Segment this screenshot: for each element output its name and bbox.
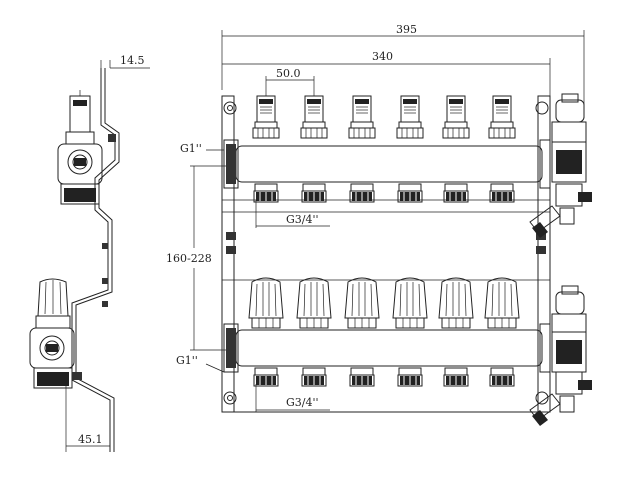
body-width-label: 340 bbox=[372, 50, 393, 63]
front-view: 395 340 50.0 bbox=[166, 23, 592, 426]
branch-thread-bottom-label: G3/4'' bbox=[286, 396, 319, 409]
port-spacing-label: 50.0 bbox=[276, 67, 301, 80]
branch-thread-top-label: G3/4'' bbox=[286, 213, 319, 226]
side-depth-label: 45.1 bbox=[78, 433, 103, 446]
overall-width-label: 395 bbox=[396, 23, 417, 36]
top-outlet-row bbox=[253, 183, 515, 203]
valve-knob-row bbox=[248, 277, 520, 329]
side-view: 14.5 45.1 bbox=[29, 54, 150, 452]
right-fittings bbox=[529, 93, 592, 426]
main-thread-top-label: G1'' bbox=[180, 142, 202, 155]
center-distance-label: 160-228 bbox=[166, 252, 212, 265]
side-offset-label: 14.5 bbox=[120, 54, 145, 67]
bottom-outlet-row bbox=[253, 367, 515, 387]
flowmeter-row bbox=[252, 95, 516, 139]
main-thread-bottom-label: G1'' bbox=[176, 354, 198, 367]
